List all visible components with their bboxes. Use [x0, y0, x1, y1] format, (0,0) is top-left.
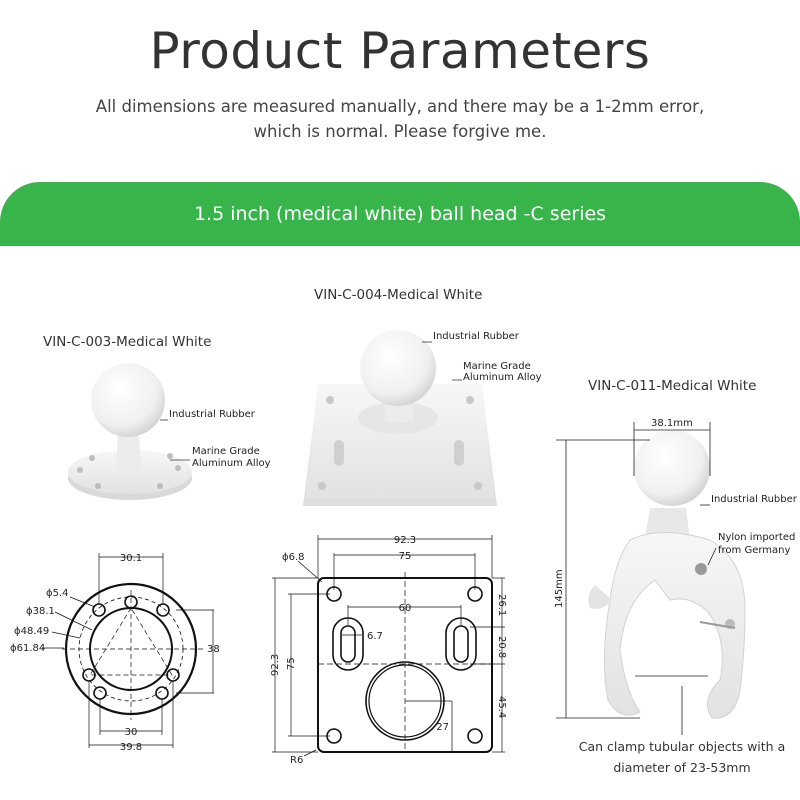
dim-hole: ϕ5.4 [46, 588, 69, 599]
dim-top: 30.1 [120, 553, 142, 564]
c011-body-label-2: from Germany [718, 545, 790, 556]
dim-sq-hole-span-v: 75 [286, 657, 297, 670]
series-label: 1.5 inch (medical white) ball head -C se… [193, 203, 607, 225]
c004-base-label-2: Aluminum Alloy [463, 372, 542, 383]
c011-ball-dim: 38.1mm [651, 418, 693, 429]
c004-base-label-1: Marine Grade [463, 361, 531, 372]
product-photo-c011: 38.1mm 145mm Industrial Rubber Nylon imp… [554, 418, 798, 775]
dim-sq-slot-span: 60 [399, 603, 412, 614]
dim-sq-height: 92.3 [270, 654, 281, 676]
c004-ball-label: Industrial Rubber [433, 331, 520, 342]
model-label-c004: VIN-C-004-Medical White [314, 287, 482, 303]
dim-sq-width: 92.3 [394, 535, 416, 546]
dim-inner: ϕ38.1 [26, 606, 55, 617]
model-label-c011: VIN-C-011-Medical White [588, 378, 756, 394]
dim-sq-slot-width: 6.7 [367, 631, 383, 642]
c011-caption-2: diameter of 23-53mm [613, 760, 750, 775]
dim-sq-hole-span: 75 [399, 551, 412, 562]
subtitle-line-1: All dimensions are measured manually, an… [95, 97, 705, 116]
dim-sq-slot-len: 20.8 [496, 636, 507, 658]
product-photo-c003: Industrial Rubber Marine Grade Aluminum … [68, 363, 271, 500]
dim-bottom-inner: 30 [125, 727, 138, 738]
c003-base-label-1: Marine Grade [192, 446, 260, 457]
product-photo-c004: Industrial Rubber Marine Grade Aluminum … [303, 330, 542, 506]
series-band: 1.5 inch (medical white) ball head -C se… [0, 182, 800, 246]
drawing-square-labels: 92.3 75 ϕ6.8 60 6.7 92.3 75 26.1 20.8 45… [270, 535, 507, 766]
dim-right: 38 [207, 644, 220, 655]
drawing-round-base [42, 553, 214, 748]
drawing-square-base [272, 535, 505, 757]
c003-base-label-2: Aluminum Alloy [192, 458, 271, 469]
dim-sq-bottom-offset: 45.4 [496, 696, 507, 718]
dim-sq-top-offset: 26.1 [496, 594, 507, 616]
dim-sq-hole: ϕ6.8 [282, 552, 305, 563]
drawing-round-labels: 30.1 ϕ5.4 ϕ38.1 ϕ48.49 ϕ61.84 38 30 39.8 [10, 553, 220, 753]
dim-sq-corner: R6 [290, 755, 303, 766]
subtitle-line-2: which is normal. Please forgive me. [253, 122, 547, 141]
dim-bottom-outer: 39.8 [120, 742, 142, 753]
dim-sq-radius-c: 27 [436, 722, 449, 733]
c011-caption-1: Can clamp tubular objects with a [579, 739, 785, 754]
c011-height-dim: 145mm [554, 569, 565, 608]
c011-body-label-1: Nylon imported [718, 532, 795, 543]
c011-ball-label: Industrial Rubber [711, 494, 798, 505]
dim-outer: ϕ61.84 [10, 643, 45, 654]
model-label-c003: VIN-C-003-Medical White [43, 334, 211, 350]
page-title: Product Parameters [149, 22, 651, 80]
c003-ball-label: Industrial Rubber [169, 409, 256, 420]
dim-pcd: ϕ48.49 [14, 626, 49, 637]
